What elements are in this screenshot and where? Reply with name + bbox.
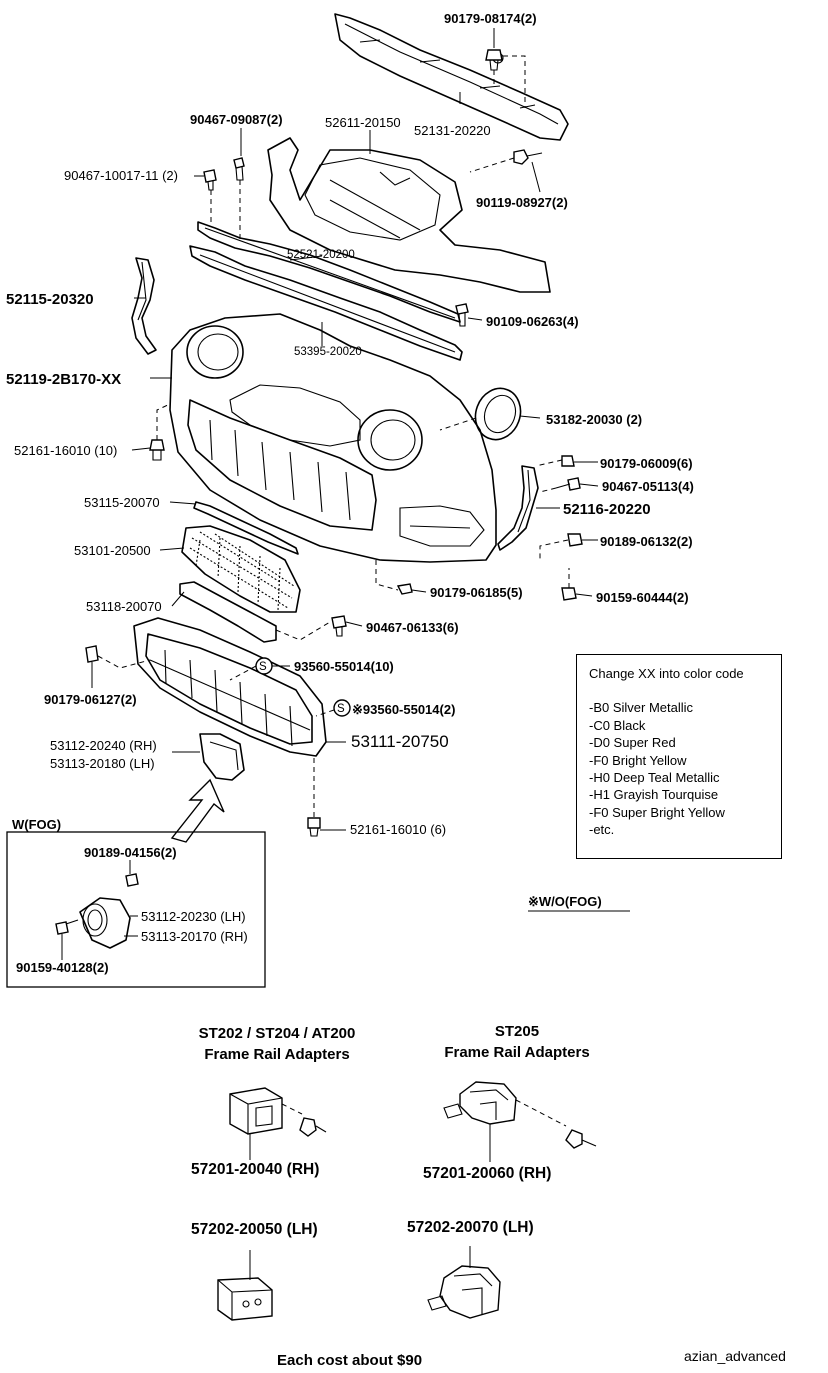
label-93560-55014-2: ※93560-55014(2): [352, 702, 455, 717]
lower-grille-strip-part: [179, 581, 331, 643]
label-93560-55014-10: 93560-55014(10): [294, 659, 394, 674]
label-52119-2B170-XX: 52119-2B170-XX: [6, 371, 121, 388]
right-bracket-part: [497, 465, 539, 551]
label-90179-06185: 90179-06185(5): [430, 585, 523, 600]
color-code-header: Change XX into color code: [589, 666, 744, 681]
mesh-grille-part: [181, 525, 301, 613]
label-57201-20040: 57201-20040 (RH): [191, 1161, 320, 1178]
left-adapter-title: ST202 / ST204 / AT200 Frame Rail Adapter…: [160, 1023, 394, 1065]
label-90467-06133: 90467-06133(6): [366, 620, 459, 635]
label-53118-20070: 53118-20070: [86, 599, 162, 614]
label-53111-20750: 53111-20750: [351, 732, 449, 751]
screw-90179-06009: [535, 455, 575, 467]
watermark: azian_advanced: [684, 1348, 786, 1364]
clip-52161-16010-6: [307, 758, 321, 837]
color-code-item: -B0 Silver Metallic: [589, 700, 694, 716]
label-53115-20070: 53115-20070: [84, 495, 160, 510]
label-90467-10017: 90467-10017-11 (2): [64, 168, 178, 183]
adapter-57201-20060-drawing: [443, 1081, 597, 1149]
color-code-item: -etc.: [589, 822, 615, 838]
right-adapter-title: ST205 Frame Rail Adapters: [410, 1021, 624, 1063]
fog-ring-part: [439, 387, 522, 441]
label-53101-20500: 53101-20500: [74, 543, 151, 558]
cost-note: Each cost about $90: [277, 1352, 423, 1369]
lower-grille-frame-part: [133, 617, 327, 757]
nut-90189-06132: [539, 533, 583, 562]
label-57202-20070: 57202-20070 (LH): [407, 1219, 534, 1236]
label-90467-05113: 90467-05113(4): [602, 479, 694, 494]
right-adapter-title-line2: Frame Rail Adapters: [444, 1044, 590, 1061]
clip-90467-06133: [331, 615, 347, 637]
adapter-57202-20050-drawing: [217, 1277, 273, 1321]
label-90109-06263: 90109-06263(4): [486, 314, 579, 329]
fog-cover-part: [199, 733, 245, 781]
clip-90467-09087: [233, 157, 245, 240]
label-90179-08174: 90179-08174(2): [444, 11, 537, 26]
left-adapter-title-line2: Frame Rail Adapters: [204, 1046, 350, 1063]
color-code-item: -F0 Bright Yellow: [589, 752, 687, 768]
color-code-item: -C0 Black: [589, 717, 646, 733]
label-53112-20240: 53112-20240 (RH): [50, 738, 157, 753]
left-bracket-part: [131, 257, 157, 355]
label-52116-20220: 52116-20220: [563, 501, 651, 518]
left-adapter-title-line1: ST202 / ST204 / AT200: [198, 1025, 356, 1042]
wo-fog-label: ※W/O(FOG): [528, 894, 602, 909]
upper-reinforcement-part: [334, 13, 569, 141]
label-52611-20150: 52611-20150: [325, 115, 401, 130]
label-53113-20180: 53113-20180 (LH): [50, 756, 155, 771]
adapter-57201-20040-drawing: [229, 1087, 327, 1137]
air-duct-part: [267, 137, 551, 293]
fog-box-title: W(FOG): [12, 817, 61, 832]
label-90119-08927: 90119-08927(2): [476, 195, 568, 210]
label-52131-20220: 52131-20220: [414, 123, 491, 138]
label-57201-20060: 57201-20060 (RH): [423, 1165, 552, 1182]
clip-90179-08174: [485, 28, 526, 108]
label-57202-20050: 57202-20050 (LH): [191, 1221, 318, 1238]
retainer-strip-part: [197, 221, 461, 323]
label-53395-20020: 53395-20020: [294, 346, 362, 358]
part-labels: 90179-08174(2) 52131-20220 52611-20150 9…: [6, 11, 694, 975]
color-code-item: -H0 Deep Teal Metallic: [589, 770, 720, 786]
screw-90467-05113: [539, 477, 581, 493]
clip-90467-10017: [203, 169, 217, 222]
fog-lamp-part: [55, 873, 139, 949]
clip-90179-06185: [396, 583, 413, 595]
s-label: S: [337, 703, 345, 715]
fog-arrow: [170, 778, 225, 843]
label-90179-06127: 90179-06127(2): [44, 692, 137, 707]
right-adapter-title-line1: ST205: [494, 1023, 540, 1040]
color-code-item: -D0 Super Red: [589, 735, 676, 751]
fog-detail-box: [6, 831, 266, 988]
label-90159-40128: 90159-40128(2): [16, 960, 109, 975]
upper-grille-strip-part: [193, 501, 299, 555]
s-symbol-2: S: [315, 699, 351, 717]
bolt-90119-08927: [469, 149, 543, 173]
label-53112-20230: 53112-20230 (LH): [141, 909, 246, 924]
label-90179-06009: 90179-06009(6): [600, 456, 693, 471]
clip-90179-06127: [85, 645, 151, 669]
color-code-box: Change XX into color code -B0 Silver Met…: [576, 654, 782, 859]
leader-lines: [61, 92, 599, 1280]
label-52521-20200: 52521-20200: [287, 249, 355, 261]
clip-52161-16010-10: [149, 403, 171, 461]
label-90159-60444: 90159-60444(2): [596, 590, 689, 605]
color-code-item: -F0 Super Bright Yellow: [589, 804, 725, 820]
label-52161-16010-6: 52161-16010 (6): [350, 822, 446, 837]
label-53182-20030: 53182-20030 (2): [546, 412, 642, 427]
label-52161-16010-10: 52161-16010 (10): [14, 443, 117, 458]
label-52115-20320: 52115-20320: [6, 291, 94, 308]
adapter-57202-20070-drawing: [427, 1265, 501, 1319]
clip-90109-06263: [455, 303, 469, 327]
bumper-cover-part: [169, 313, 497, 591]
label-53113-20170: 53113-20170 (RH): [141, 929, 248, 944]
label-90189-06132: 90189-06132(2): [600, 534, 693, 549]
s-label: S: [259, 661, 267, 673]
s-symbol-1: S: [229, 657, 290, 681]
label-90189-04156: 90189-04156(2): [84, 845, 177, 860]
seal-strip-part: [189, 245, 463, 361]
color-code-item: -H1 Grayish Tourquise: [589, 787, 719, 803]
label-90467-09087: 90467-09087(2): [190, 112, 283, 127]
screw-90159-60444: [561, 568, 577, 601]
